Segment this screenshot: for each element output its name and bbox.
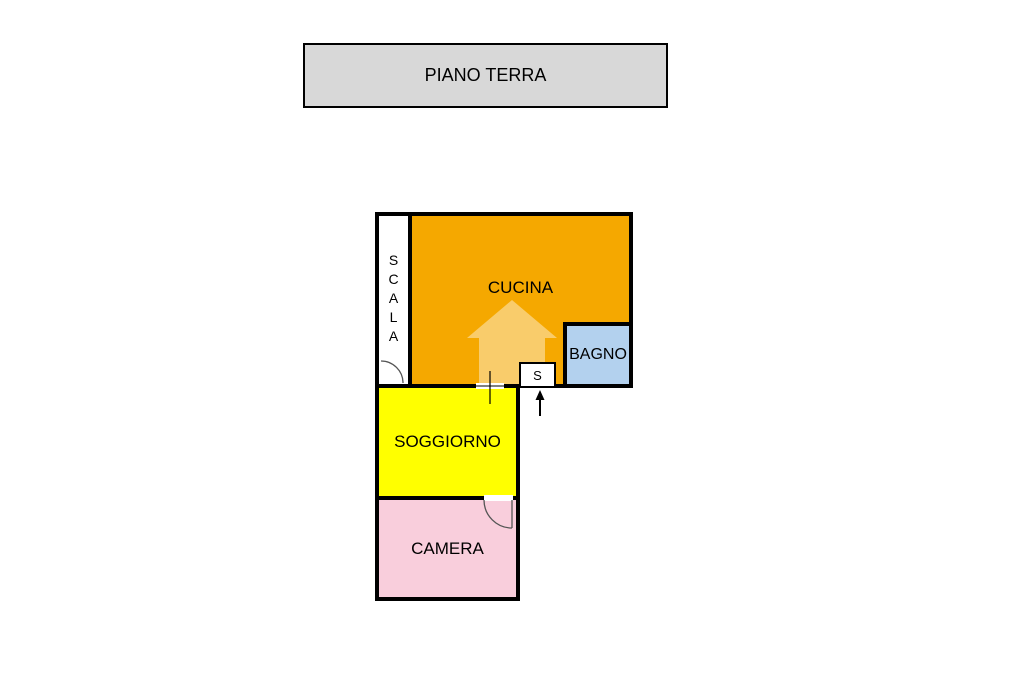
floor-title-box: PIANO TERRA: [303, 43, 668, 108]
stair-entry-marker: S: [519, 362, 556, 388]
room-bagno: BAGNO: [563, 322, 633, 388]
room-cucina: CUCINA: [408, 212, 633, 388]
room-soggiorno-label: SOGGIORNO: [394, 432, 501, 451]
entrance-arrow-icon: [535, 390, 545, 416]
floor-title: PIANO TERRA: [424, 65, 547, 85]
room-camera: CAMERA: [375, 496, 520, 601]
room-camera-label: CAMERA: [411, 538, 484, 558]
room-soggiorno: SOGGIORNO: [375, 384, 520, 500]
room-scala: SCALA: [375, 212, 412, 388]
room-cucina-label: CUCINA: [487, 278, 554, 297]
room-bagno-label: BAGNO: [569, 346, 627, 363]
stair-entry-label: S: [533, 367, 542, 383]
room-scala-label: SCALA: [385, 252, 402, 347]
